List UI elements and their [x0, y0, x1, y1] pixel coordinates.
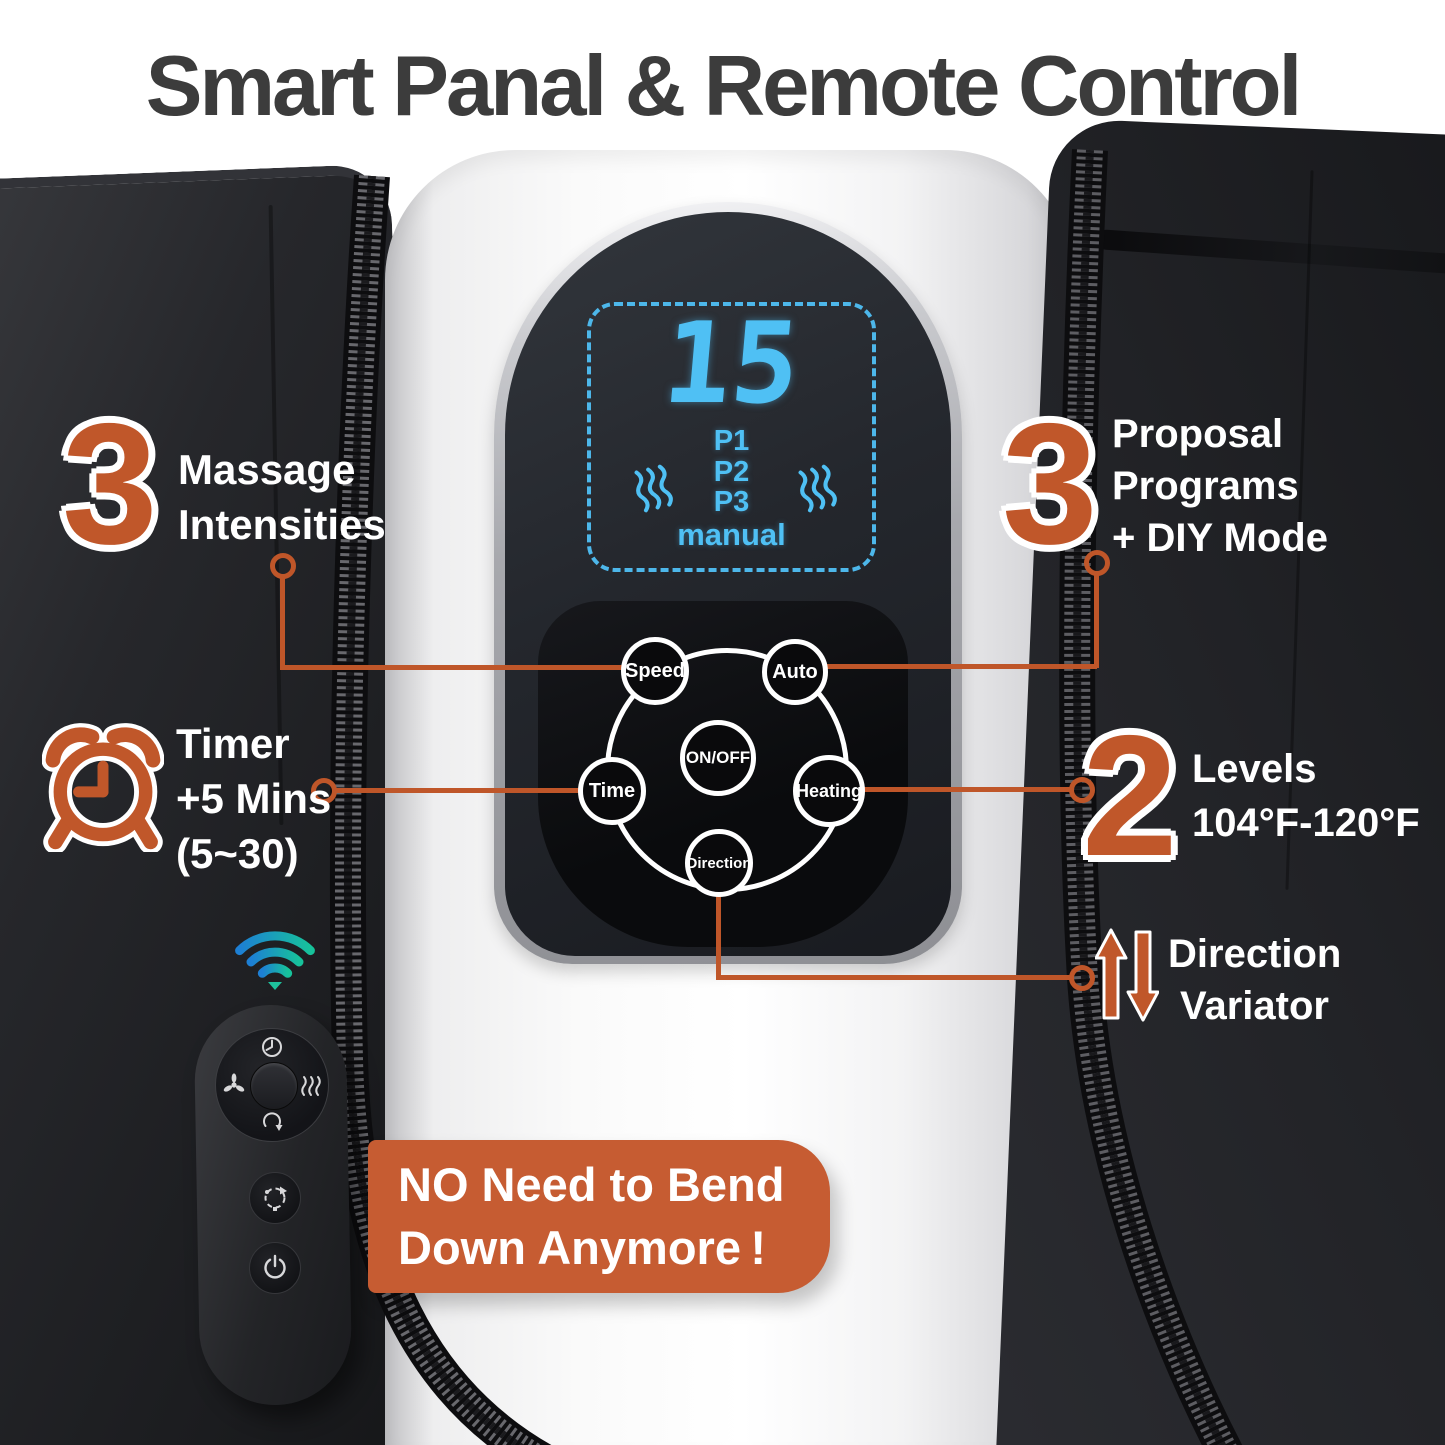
program-p2: P2: [713, 456, 750, 488]
connector-line: [335, 788, 612, 793]
connector-line: [716, 975, 1070, 980]
connector-line: [829, 787, 1070, 792]
up-down-arrows-icon: [1095, 928, 1159, 1022]
connector-dot: [270, 553, 296, 579]
direction-variator-label: Direction Variator: [1168, 932, 1342, 1028]
page-title: Smart Panal & Remote Control: [145, 39, 1302, 134]
heat-wave-icon: [634, 464, 673, 513]
connector-line: [716, 880, 721, 978]
connector-line: [280, 577, 285, 670]
rotate-icon: [263, 1112, 283, 1131]
time-button: Time: [578, 757, 646, 825]
connector-dot: [311, 778, 337, 804]
connector-dot: [1084, 550, 1110, 576]
no-bend-banner: NO Need to Bend Down Anymore !: [368, 1140, 830, 1293]
connector-line: [280, 665, 655, 670]
proposal-programs-number: 3: [1002, 388, 1098, 580]
heat-wave-icon: [798, 464, 837, 513]
fan-icon: [223, 1073, 245, 1092]
lcd-display: 15 P1 P2 P3 manual: [587, 299, 876, 572]
power-icon: [264, 1254, 286, 1279]
heat-waves-icon: [301, 1076, 321, 1096]
auto-button: Auto: [762, 639, 828, 705]
program-p1: P1: [713, 425, 750, 457]
massage-intensities-label: Massage Intensities: [178, 446, 386, 549]
connector-dot: [1069, 777, 1095, 803]
on-off-button: ON/OFF: [680, 720, 756, 796]
connector-dot: [1069, 965, 1095, 991]
speed-button: Speed: [621, 637, 689, 705]
wifi-signal-icon: [235, 931, 315, 990]
timer-readout: 15: [658, 299, 805, 429]
heating-button: Heating: [793, 755, 865, 827]
rotate-cycle-icon: [264, 1186, 287, 1211]
remote-center-button: [250, 1062, 298, 1110]
massage-intensities-number: 3: [62, 388, 158, 580]
clock-icon: [262, 1037, 282, 1057]
proposal-programs-label: Proposal Programs + DIY Mode: [1112, 412, 1328, 560]
manual-mode-label: manual: [677, 517, 786, 552]
heat-levels-label: Levels 104°F-120°F: [1192, 747, 1420, 845]
alarm-clock-icon: [42, 723, 164, 852]
program-p3: P3: [713, 486, 750, 518]
remote-cycle-button: [249, 1172, 301, 1224]
remote-power-button: [249, 1242, 301, 1294]
connector-line: [795, 664, 1097, 669]
heat-levels-number: 2: [1082, 700, 1178, 892]
connector-line: [1094, 574, 1099, 668]
timer-label: Timer +5 Mins (5~30): [176, 720, 332, 878]
direction-button: Direction: [685, 829, 753, 897]
